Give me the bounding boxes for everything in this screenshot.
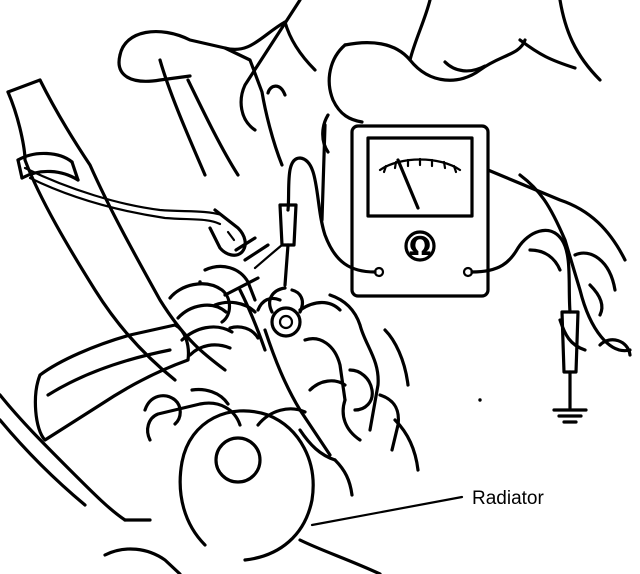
harness-wire: [23, 166, 247, 257]
sensor-terminal: [270, 306, 302, 338]
ohmmeter-needle: [396, 158, 420, 210]
ohm-symbol: Ω: [409, 232, 431, 262]
radiator-housing: [0, 323, 382, 574]
test-probe-tip: [283, 243, 290, 287]
ohm-symbol-ring: [404, 230, 436, 262]
test-lead-left: [286, 156, 377, 274]
engine-background: [117, 0, 632, 497]
test-probe: [278, 203, 298, 247]
ohmmeter-scale-ticks: [382, 157, 458, 174]
ground-symbol-icon: [552, 408, 588, 424]
test-leads: [253, 156, 580, 410]
ground-probe: [560, 310, 580, 374]
radiator-callout: Radiator: [310, 488, 544, 527]
radiator-leader-line: [310, 495, 464, 527]
coolant-hose: [6, 78, 227, 382]
ohmmeter-display: [366, 136, 474, 218]
radiator-label: Radiator: [472, 488, 544, 509]
test-lead-right: [470, 228, 572, 314]
ohmmeter: Ω: [350, 124, 490, 298]
